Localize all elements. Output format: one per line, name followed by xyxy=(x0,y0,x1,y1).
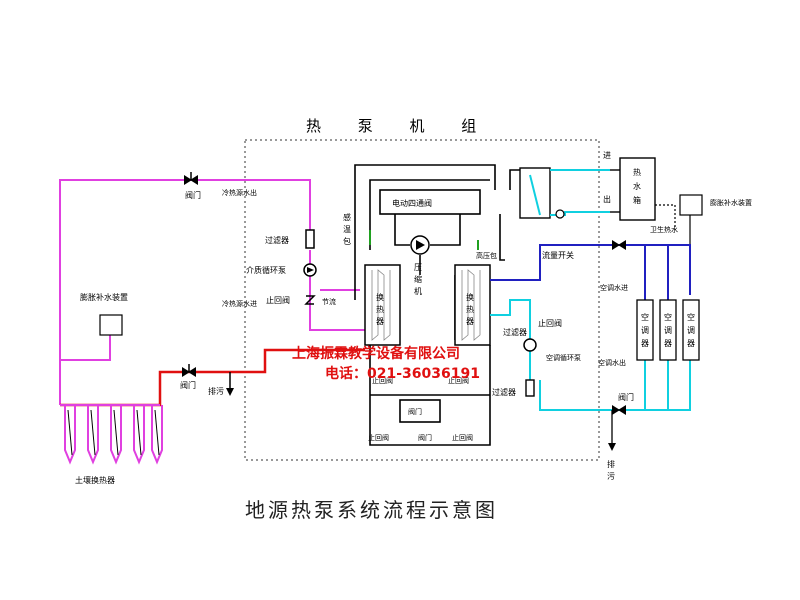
label-hot-out: 出 xyxy=(603,194,611,204)
diagram-caption: 地源热泵系统流程示意图 xyxy=(245,498,498,522)
expansion-device-left xyxy=(99,314,123,336)
label-check-valve-b3: 止回阀 xyxy=(368,433,389,442)
ac-pump-icon xyxy=(523,338,537,352)
label-valve-right: 阀门 xyxy=(618,392,634,402)
label-compressor-3: 机 xyxy=(414,286,422,296)
label-check-valve-b1: 止回阀 xyxy=(372,376,393,385)
label-tank-3: 箱 xyxy=(633,195,641,205)
label-valve-top: 阀门 xyxy=(185,190,201,200)
heat-exchanger-left xyxy=(364,264,401,346)
label-cool-water-out-top: 冷热源水出 xyxy=(222,188,257,197)
valve-red-icon xyxy=(182,364,196,377)
filter-left-icon xyxy=(305,229,315,249)
label-hx-right-1: 换 xyxy=(466,292,474,302)
label-check-valve-b4: 止回阀 xyxy=(452,433,473,442)
ac-unit-1 xyxy=(636,299,654,361)
label-ac-water-in: 空调水进 xyxy=(600,283,628,292)
blue-pipes xyxy=(490,244,691,300)
watermark-phone: 电话：021-36036191 xyxy=(325,365,480,382)
label-ac-1a: 空 xyxy=(641,312,649,322)
label-ac-1c: 器 xyxy=(641,339,649,348)
label-filter-left: 过滤器 xyxy=(265,235,289,245)
expansion-device-right xyxy=(679,194,703,216)
label-valve-bypass-2: 阀门 xyxy=(418,433,432,442)
label-hx-left-2: 热 xyxy=(376,304,384,314)
filter-right-icon xyxy=(525,379,535,397)
label-cool-water-in-left: 冷热源水进 xyxy=(222,299,257,308)
ac-unit-2 xyxy=(659,299,677,361)
ac-unit-3 xyxy=(682,299,700,361)
label-filter-right: 过滤器 xyxy=(492,387,516,397)
label-medium-pump: 介质循环泵 xyxy=(246,265,286,275)
bypass-circuit xyxy=(369,345,491,446)
label-ac-3a: 空 xyxy=(687,312,695,322)
label-hot-in: 进 xyxy=(603,151,611,160)
hot-water-tank xyxy=(619,157,656,221)
watermark-company: 上海振霖教学设备有限公司 xyxy=(292,345,460,362)
label-compressor-1: 压 xyxy=(414,263,422,272)
label-filter-right-upper: 过滤器 xyxy=(503,327,527,337)
label-drain-right-2: 污 xyxy=(607,471,615,481)
label-flow-switch: 流量开关 xyxy=(542,250,574,260)
label-drain-right-1: 排 xyxy=(607,459,615,469)
label-ac-water-out: 空调水出 xyxy=(598,358,626,367)
label-drain-left: 排污 xyxy=(208,386,224,396)
valve-right-bottom-icon xyxy=(612,405,626,415)
valve-right-top-icon xyxy=(612,240,626,250)
label-expansion-device-right: 膨胀补水装置 xyxy=(710,198,752,207)
label-ac-1b: 调 xyxy=(641,326,649,335)
label-sanitary-hot: 卫生热水 xyxy=(650,225,678,234)
label-high-sensor: 高压包 xyxy=(476,251,497,260)
label-hx-right-3: 器 xyxy=(466,317,474,326)
label-temp-bulb-1: 感 xyxy=(343,212,351,222)
label-check-valve-left: 止回阀 xyxy=(266,295,290,305)
label-temp-bulb-2: 温 xyxy=(343,225,351,234)
label-ac-2b: 调 xyxy=(664,326,672,335)
drain-right-icon xyxy=(608,443,616,451)
check-valve-left-icon xyxy=(304,295,316,305)
label-hx-left-3: 器 xyxy=(376,317,384,326)
label-check-valve-right: 止回阀 xyxy=(538,318,562,328)
label-tank-2: 水 xyxy=(633,181,641,191)
heat-pump-unit-border xyxy=(244,139,600,461)
label-valve-red: 阀门 xyxy=(180,380,196,390)
label-tank-1: 热 xyxy=(633,167,641,177)
four-way-valve-label: 电动四通阀 xyxy=(392,198,432,208)
label-soil-hx: 土壤换热器 xyxy=(75,475,115,485)
label-throttle: 节流 xyxy=(322,297,336,306)
label-circ-pump-right: 空调循环泵 xyxy=(546,353,581,362)
label-valve-bypass: 阀门 xyxy=(408,407,422,416)
soil-heat-exchangers xyxy=(60,404,163,465)
label-hx-right-2: 热 xyxy=(466,304,474,314)
label-temp-bulb-3: 包 xyxy=(343,236,351,246)
pump-top-right-icon xyxy=(555,209,565,219)
label-ac-2c: 器 xyxy=(664,339,672,348)
label-hx-left-1: 换 xyxy=(376,292,384,302)
label-ac-3b: 调 xyxy=(687,326,695,335)
unit-title: 热 泵 机 组 xyxy=(306,117,492,135)
label-check-valve-b2: 止回阀 xyxy=(448,376,469,385)
label-ac-3c: 器 xyxy=(687,339,695,348)
label-compressor-2: 缩 xyxy=(414,274,422,284)
drain-left-icon xyxy=(226,388,234,396)
heat-exchanger-right xyxy=(454,264,491,346)
valve-top-icon xyxy=(184,172,198,185)
label-expansion-device-left: 膨胀补水装置 xyxy=(80,292,128,302)
label-ac-2a: 空 xyxy=(664,312,672,322)
